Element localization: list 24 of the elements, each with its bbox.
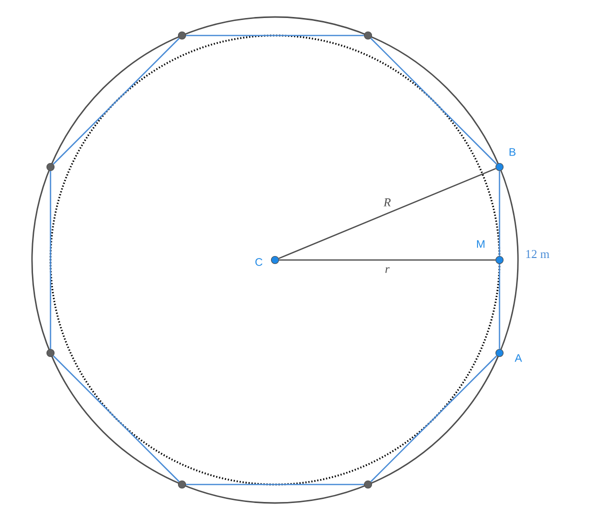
dimension-label: 12 m xyxy=(526,250,550,258)
point-dot xyxy=(178,480,186,489)
line-segment xyxy=(279,259,496,261)
line-segment xyxy=(50,171,52,349)
edge-label: r xyxy=(384,266,391,274)
line-segment xyxy=(498,264,500,349)
point-dot xyxy=(364,480,372,489)
line-segment xyxy=(370,355,498,482)
edge-label: R xyxy=(382,197,392,208)
line-segment xyxy=(278,168,496,260)
line-segment xyxy=(498,171,500,256)
point-dot xyxy=(178,31,186,40)
point-dot xyxy=(46,162,55,172)
line-segment xyxy=(370,38,498,165)
line-segment xyxy=(52,38,180,165)
line-segment xyxy=(52,355,180,482)
line-segment xyxy=(186,484,364,486)
point-dot xyxy=(46,348,55,358)
point-label: C xyxy=(255,258,262,266)
line-segment xyxy=(186,34,364,36)
point-label: M xyxy=(477,240,484,248)
point-label: A xyxy=(514,354,522,362)
point-dot xyxy=(364,31,372,40)
point-label: B xyxy=(510,148,516,156)
